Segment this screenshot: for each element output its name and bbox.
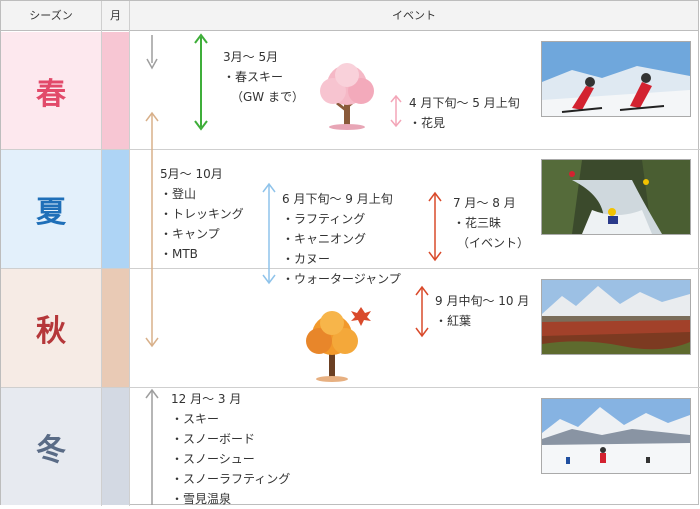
spring-ski-item: ・春スキー (223, 70, 284, 84)
season-spring: 春 (1, 32, 101, 149)
summer-activities-block: 5月〜 10月 ・登山 ・トレッキング ・キャンプ ・MTB (160, 164, 244, 264)
gray-arrow-winter (145, 388, 159, 505)
pink-arrow-hanami (390, 95, 402, 127)
divider (1, 149, 700, 150)
winter-item: ・スキー (171, 412, 220, 426)
summer-item: ・登山 (160, 187, 197, 201)
divider (129, 1, 130, 506)
water-sports-item: ・キャニオング (282, 232, 367, 246)
divider (1, 387, 700, 388)
blue-arrow-water-sports (262, 182, 276, 285)
summer-item: ・トレッキング (160, 207, 244, 221)
hanami-block: 4 月下旬〜 5 月上旬 ・花見 (409, 93, 520, 133)
summer-item: ・キャンプ (160, 227, 220, 241)
autumn-tree-icon (306, 307, 371, 382)
header-season: シーズン (1, 1, 101, 31)
header-month: 月 (102, 1, 129, 31)
winter-activities-block: 12 月〜 3 月 ・スキー ・スノーボード ・スノーシュー ・スノーラフティン… (171, 389, 290, 509)
water-sports-item: ・カヌー (282, 252, 331, 266)
spring-ski-photo (541, 41, 691, 117)
koyo-item: ・紅葉 (435, 314, 472, 328)
season-autumn: 秋 (1, 269, 101, 387)
canyoning-photo (541, 159, 691, 235)
season-summer: 夏 (1, 150, 101, 268)
month-band-spring (102, 32, 129, 149)
water-sports-block: 6 月下旬〜 9 月上旬 ・ラフティング ・キャニオング ・カヌー ・ウォーター… (282, 189, 401, 289)
season-winter: 冬 (1, 388, 101, 505)
winter-item: ・雪見温泉 (171, 492, 232, 506)
header-event: イベント (130, 1, 698, 31)
tan-arrow-summer-autumn (145, 111, 159, 348)
hanazanmai-period: 7 月〜 8 月 (453, 196, 516, 210)
winter-item: ・スノーラフティング (171, 472, 291, 486)
winter-item: ・スノーボード (171, 432, 256, 446)
green-arrow-spring-ski (194, 33, 208, 131)
autumn-mountain-photo (541, 279, 691, 355)
spring-ski-note: （GW まで） (231, 90, 304, 104)
red-arrow-hanazanmai (428, 191, 442, 262)
koyo-period: 9 月中旬〜 10 月 (435, 294, 530, 308)
water-sports-period: 6 月下旬〜 9 月上旬 (282, 192, 393, 206)
gray-arrow-spring (146, 35, 158, 70)
water-sports-item: ・ラフティング (282, 212, 366, 226)
water-sports-item: ・ウォータージャンプ (282, 272, 401, 286)
month-band-autumn (102, 269, 129, 387)
winter-period: 12 月〜 3 月 (171, 392, 242, 406)
hanami-period: 4 月下旬〜 5 月上旬 (409, 96, 520, 110)
winter-item: ・スノーシュー (171, 452, 255, 466)
hanami-item: ・花見 (409, 116, 446, 130)
hanazanmai-item: ・花三昧 (453, 216, 502, 230)
summer-item: ・MTB (160, 247, 198, 261)
summer-period: 5月〜 10月 (160, 167, 223, 181)
koyo-block: 9 月中旬〜 10 月 ・紅葉 (435, 291, 529, 331)
divider (101, 1, 102, 506)
hanazanmai-note: （イベント） (457, 236, 530, 250)
divider (1, 268, 700, 269)
hanazanmai-block: 7 月〜 8 月 ・花三昧 （イベント） (453, 193, 529, 253)
spring-ski-block: 3月〜 5月 ・春スキー （GW まで） (223, 47, 304, 107)
month-band-summer (102, 150, 129, 268)
spring-ski-period: 3月〜 5月 (223, 50, 279, 64)
month-band-winter (102, 388, 129, 505)
cherry-blossom-tree-icon (320, 63, 374, 130)
red-arrow-koyo (415, 285, 429, 338)
winter-ski-photo (541, 398, 691, 474)
